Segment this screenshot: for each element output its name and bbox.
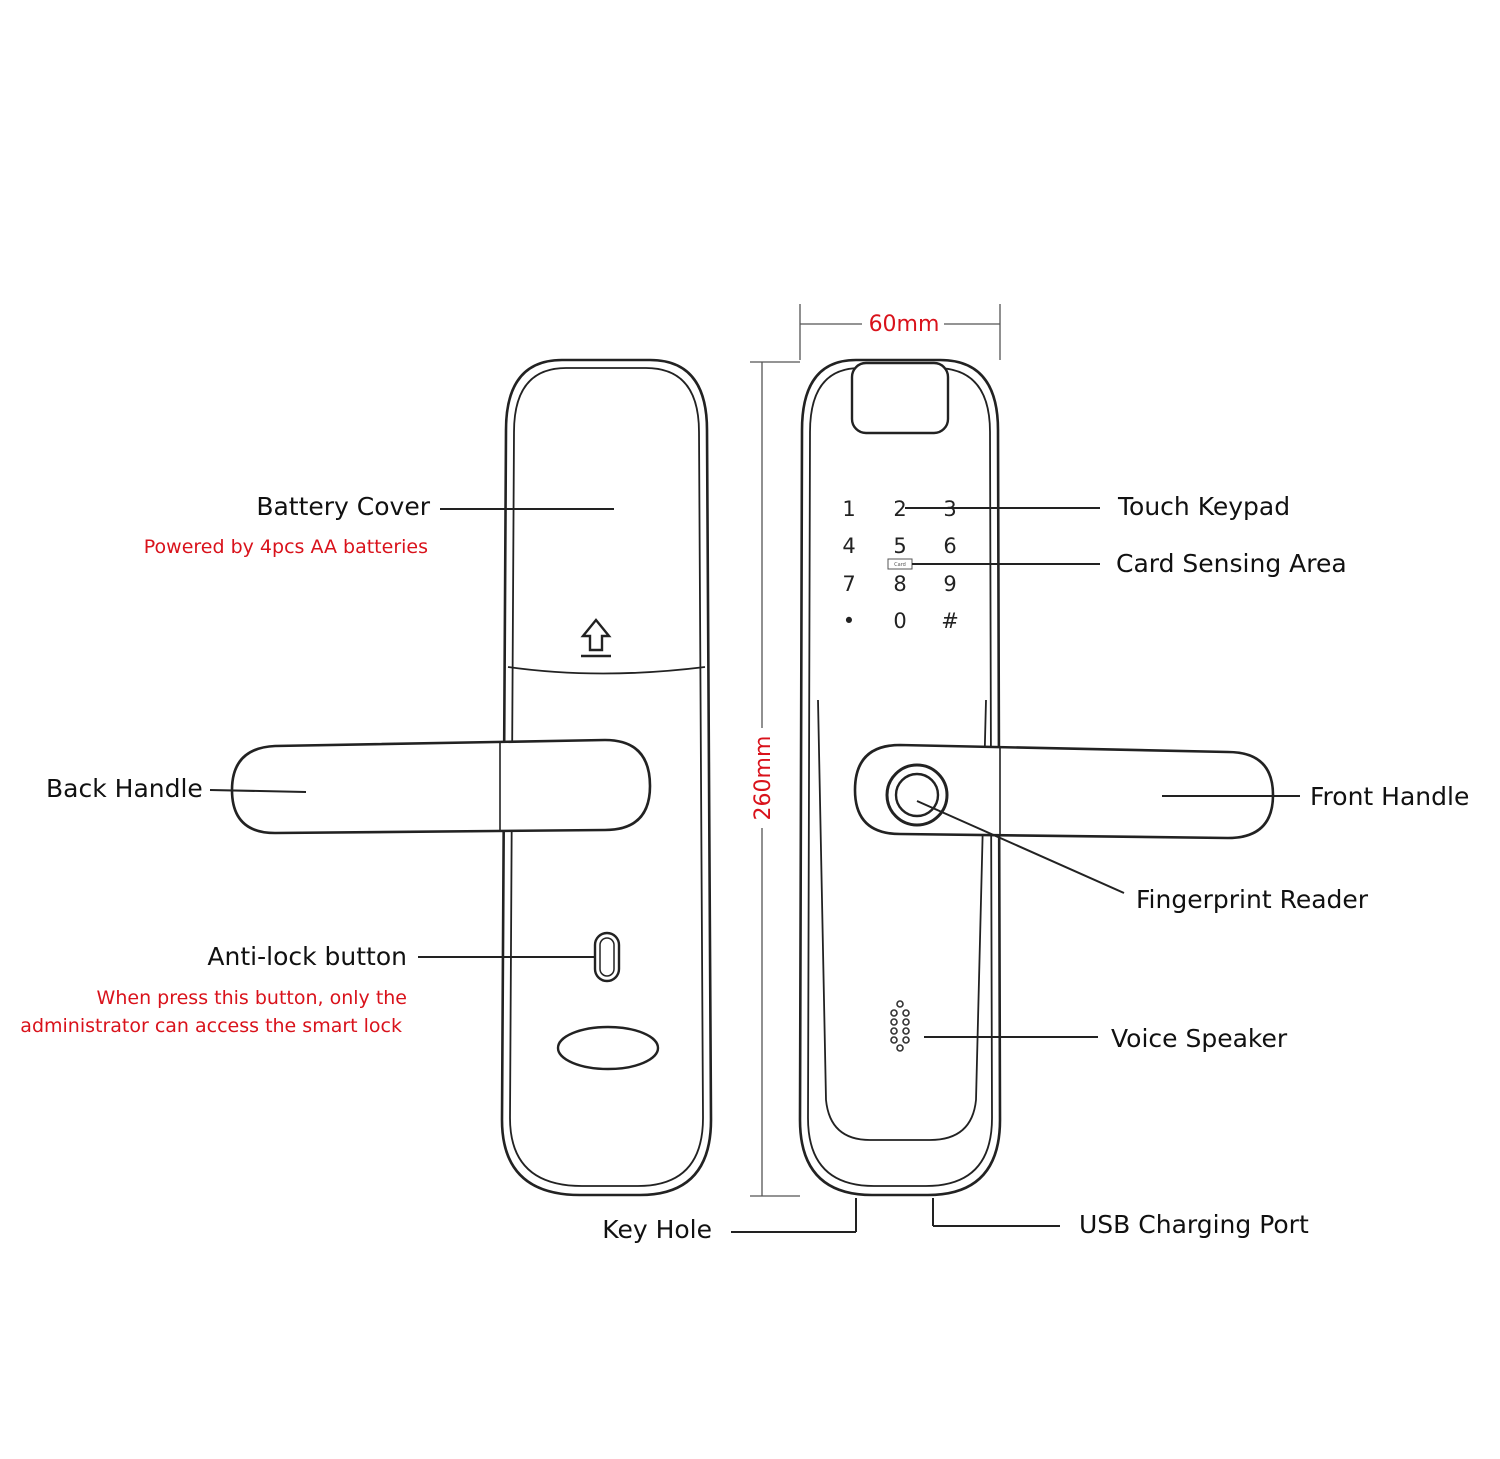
- keypad-key-7[interactable]: 8: [893, 572, 906, 596]
- label-touch-keypad: Touch Keypad: [1117, 492, 1290, 521]
- anti-lock-button-inner: [599, 937, 615, 977]
- note-battery: Powered by 4pcs AA batteries: [144, 536, 428, 558]
- keypad-key-3[interactable]: 4: [842, 534, 855, 558]
- front-panel-inner-outline: [807, 367, 993, 1187]
- label-front-handle: Front Handle: [1310, 782, 1469, 811]
- keypad-key-10[interactable]: 0: [893, 609, 906, 633]
- keypad-key-4[interactable]: 5: [893, 534, 906, 558]
- leader-lines: [209, 507, 1300, 1233]
- card-sensing-mark-text: Card: [894, 562, 906, 568]
- keypad-key-0[interactable]: 1: [842, 497, 855, 521]
- label-usb-charging-port: USB Charging Port: [1079, 1210, 1309, 1239]
- keypad-key-5[interactable]: 6: [943, 534, 956, 558]
- back-panel-inner-outline: [509, 367, 704, 1187]
- label-voice-speaker: Voice Speaker: [1111, 1024, 1288, 1053]
- keypad-key-8[interactable]: 9: [943, 572, 956, 596]
- top-window: [850, 361, 950, 435]
- note-anti-lock-line2: administrator can access the smart lock: [20, 1015, 402, 1037]
- keypad-key-1[interactable]: 2: [893, 497, 906, 521]
- back-handle-shape: [230, 738, 652, 835]
- upload-arrow-icon: [580, 618, 612, 658]
- label-anti-lock-button: Anti-lock button: [207, 942, 407, 971]
- label-key-hole: Key Hole: [602, 1215, 712, 1244]
- label-card-sensing-area: Card Sensing Area: [1116, 549, 1347, 578]
- front-handle-shape: [853, 743, 1275, 840]
- keypad-key-9[interactable]: •: [843, 609, 855, 633]
- battery-cover-seam: [507, 666, 706, 675]
- anti-lock-button-shape[interactable]: [593, 931, 621, 983]
- width-dimension: 60mm: [799, 304, 1001, 360]
- keypad-key-11[interactable]: #: [941, 609, 959, 633]
- label-battery-cover: Battery Cover: [256, 492, 430, 521]
- height-dimension: 260mm: [750, 361, 800, 1197]
- front-handle: [853, 743, 1275, 840]
- key-hole-cover-shape: [556, 1025, 660, 1071]
- height-dimension-text: 260mm: [751, 736, 776, 821]
- width-dimension-text: 60mm: [869, 312, 940, 337]
- back-handle: [230, 738, 652, 835]
- speaker-dots-icon: [890, 1000, 910, 1052]
- label-fingerprint-reader: Fingerprint Reader: [1136, 885, 1369, 914]
- keypad-key-6[interactable]: 7: [842, 572, 855, 596]
- front-lower-face: [817, 699, 987, 1141]
- fingerprint-sensor-icon[interactable]: [885, 763, 949, 827]
- note-anti-lock-line1: When press this button, only the: [97, 987, 407, 1009]
- leader-back-handle: [209, 789, 307, 793]
- leader-fingerprint: [916, 800, 1125, 894]
- label-back-handle: Back Handle: [46, 774, 203, 803]
